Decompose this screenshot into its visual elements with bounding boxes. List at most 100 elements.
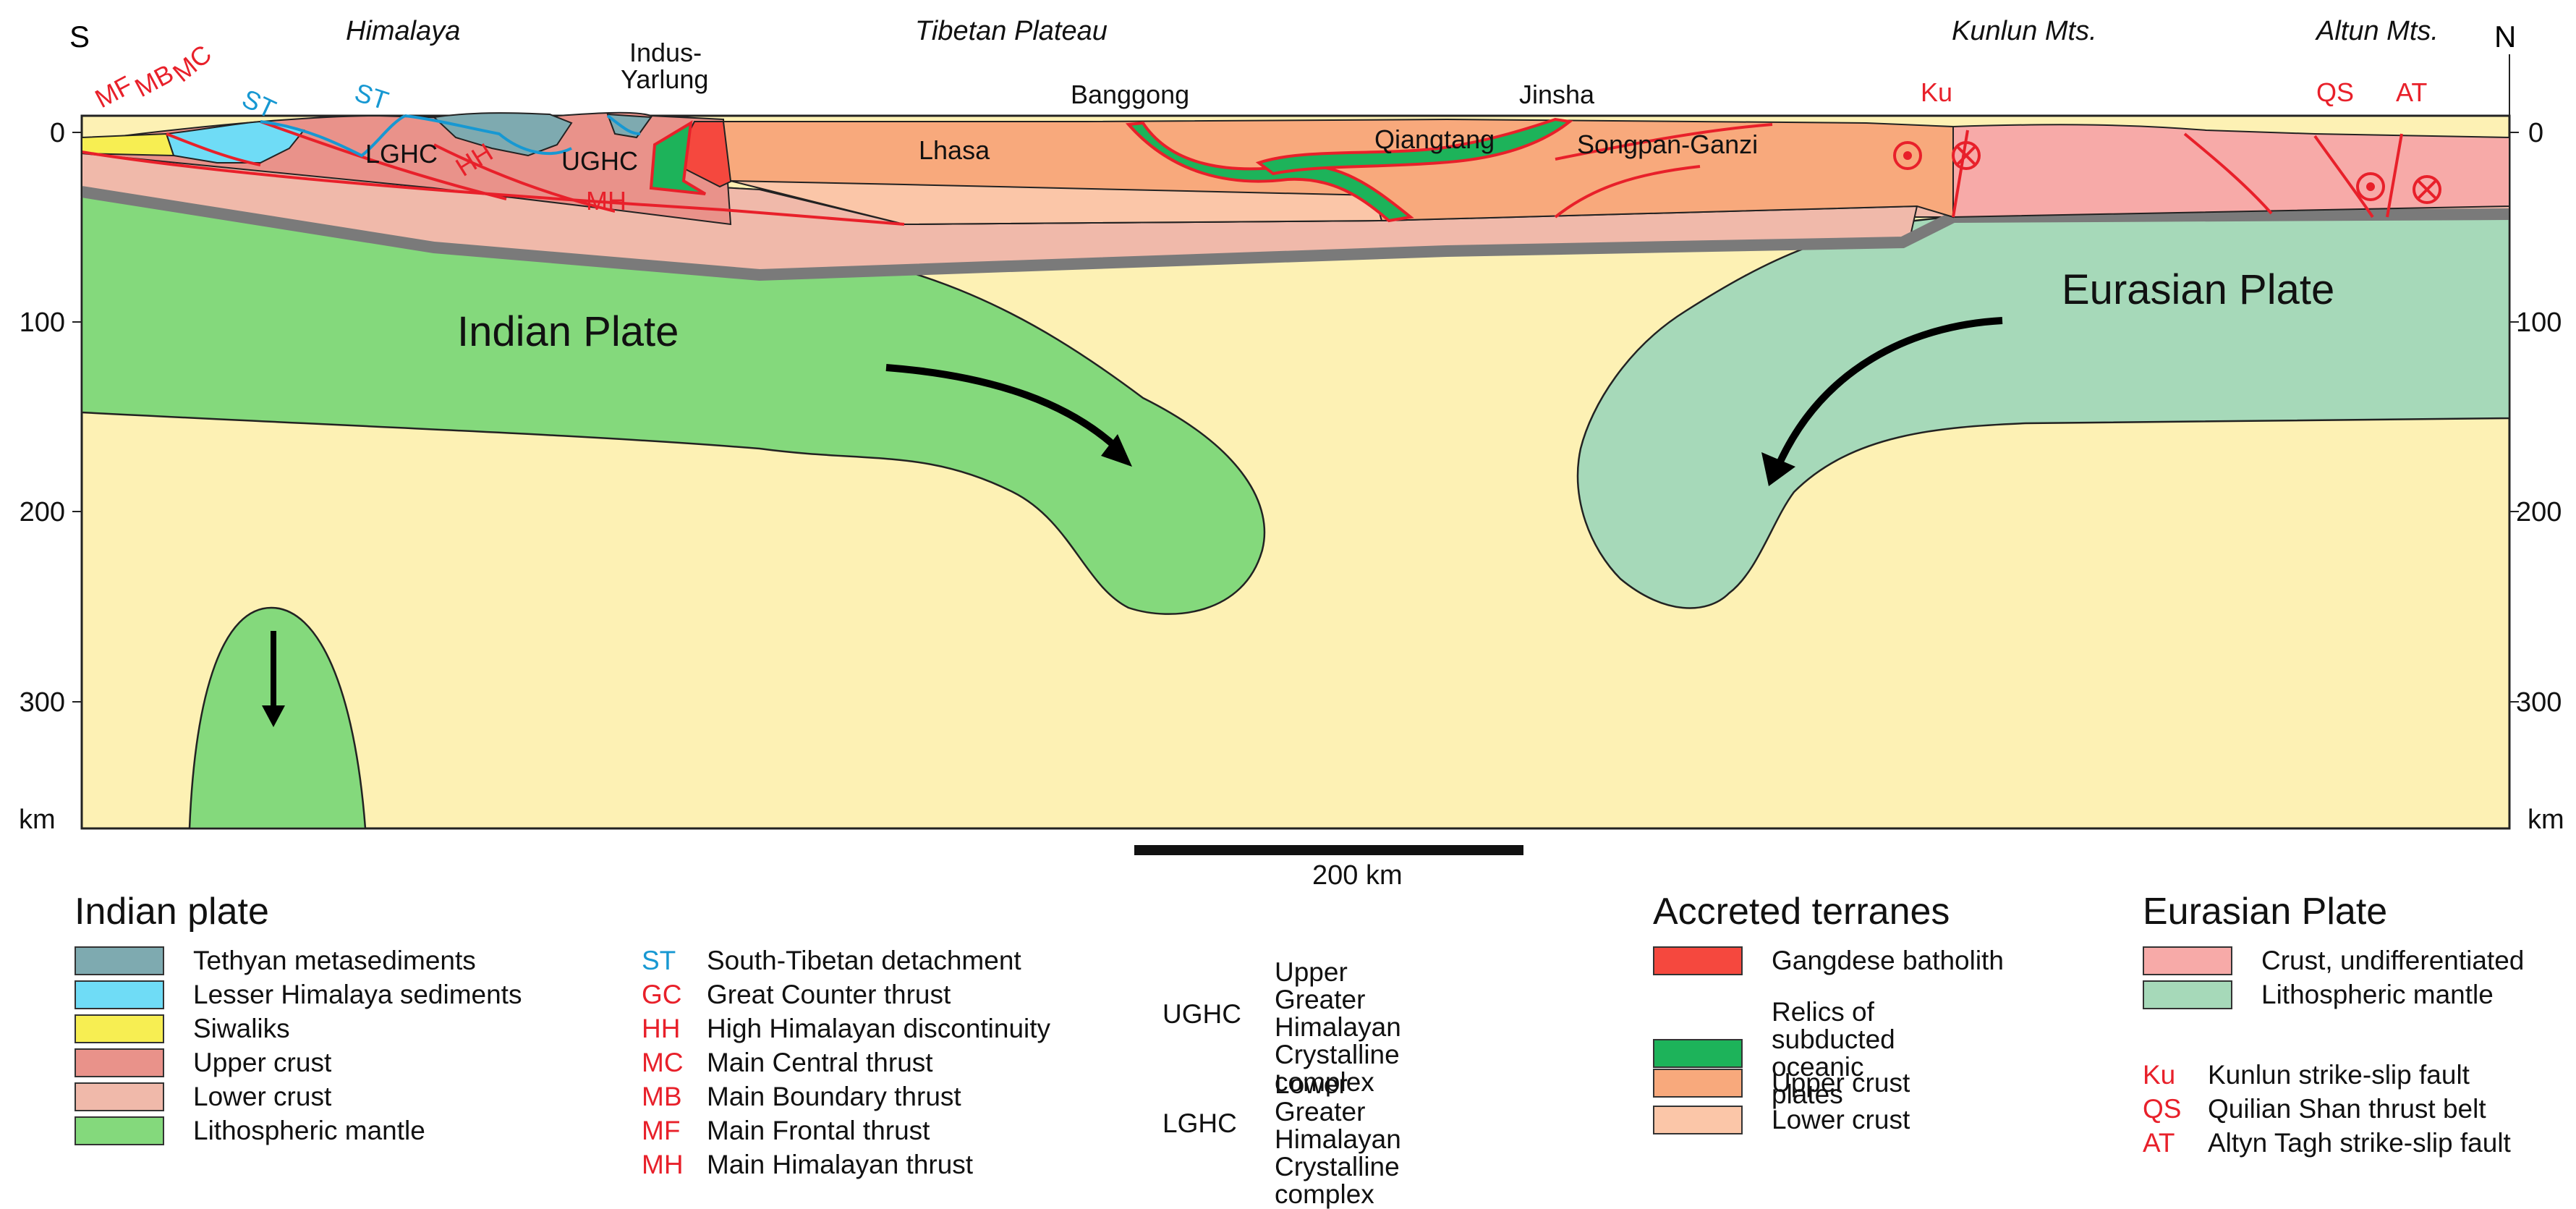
legend-accreted-item: Upper crust — [1653, 1068, 1910, 1098]
swatch — [75, 1116, 164, 1145]
legend-indian-item: Siwaliks — [75, 1014, 290, 1044]
region-tibetan-plateau: Tibetan Plateau — [915, 16, 1108, 46]
depth-200-left: 200 — [20, 497, 65, 527]
legend-fault-mb: MB Main Boundary thrust — [642, 1082, 961, 1112]
swatch — [1653, 1069, 1743, 1098]
label-qs: QS — [2316, 77, 2354, 107]
legend-label: Great Counter thrust — [707, 980, 951, 1009]
legend-eurasian-fault-qs: QS Quilian Shan thrust belt — [2143, 1094, 2486, 1124]
lghc-line: complex — [1275, 1179, 1374, 1209]
depth-100-left: 100 — [20, 307, 65, 338]
depth-200-right: 200 — [2516, 497, 2562, 527]
legend-label: Lithospheric mantle — [2261, 980, 2494, 1009]
abbr: GC — [642, 980, 682, 1009]
legend-eurasian-fault-at: AT Altyn Tagh strike-slip fault — [2143, 1128, 2511, 1158]
legend-label: Lower crust — [193, 1082, 332, 1111]
abbr: MC — [642, 1048, 684, 1077]
legend-label: Altyn Tagh strike-slip fault — [2208, 1128, 2511, 1158]
abbr: ST — [642, 946, 676, 975]
legend-label: Kunlun strike-slip fault — [2208, 1060, 2470, 1090]
depth-unit-left: km — [19, 805, 56, 835]
legend-eurasian-item: Lithospheric mantle — [2143, 980, 2494, 1010]
eurasian-plate-arrow — [1776, 317, 2003, 465]
tethyan-metasediments — [432, 112, 573, 157]
legend-accreted-item: Gangdese batholith — [1653, 946, 2004, 976]
legend-eurasian-fault-ku: Ku Kunlun strike-slip fault — [2143, 1060, 2470, 1090]
depth-axis-left — [72, 132, 82, 703]
abbr: MB — [642, 1082, 682, 1111]
legend-fault-mf: MF Main Frontal thrust — [642, 1116, 930, 1146]
legend-indian-item: Lesser Himalaya sediments — [75, 980, 522, 1010]
label-mh: MH — [586, 186, 626, 216]
region-kunlun: Kunlun Mts. — [1952, 16, 2097, 46]
indian-lithospheric-mantle — [80, 187, 1266, 615]
eurasian-plate-label: Eurasian Plate — [2062, 266, 2334, 313]
legend-label: Upper crust — [193, 1048, 332, 1077]
south-tibetan-detachment — [260, 114, 641, 158]
indus-yarlung-ophiolite — [649, 120, 707, 195]
unit-ughc: UGHC — [561, 146, 638, 176]
indian-plate-arrow — [885, 364, 1121, 451]
suture-indus: Indus- — [629, 38, 702, 67]
ughc-line: Himalayan Crystalline — [1275, 1012, 1401, 1069]
label-at: AT — [2396, 77, 2427, 107]
legend-indian-item: Lithospheric mantle — [75, 1116, 425, 1146]
siwaliks — [81, 132, 175, 157]
legend-fault-mh: MH Main Himalayan thrust — [642, 1150, 973, 1180]
legend-label: High Himalayan discontinuity — [707, 1014, 1051, 1043]
depth-100-right: 100 — [2516, 307, 2562, 338]
indian-plate-label: Indian Plate — [457, 308, 679, 355]
abbr: AT — [2143, 1128, 2175, 1158]
legend-accreted-title: Accreted terranes — [1653, 891, 1950, 933]
abbr: QS — [2143, 1094, 2182, 1124]
depth-unit-right: km — [2528, 805, 2564, 835]
abbr-lghc: LGHC — [1162, 1108, 1237, 1138]
terrane-lhasa: Lhasa — [919, 135, 990, 165]
suture-jinsha: Jinsha — [1519, 80, 1595, 109]
swatch — [75, 1082, 164, 1111]
legend-label: Lithospheric mantle — [193, 1116, 425, 1145]
south-label: S — [69, 20, 90, 54]
swatch — [2143, 946, 2232, 975]
swatch — [1653, 946, 1743, 975]
lghc-line: Himalayan Crystalline — [1275, 1124, 1401, 1182]
legend-label: South-Tibetan detachment — [707, 946, 1021, 975]
north-label: N — [2494, 20, 2516, 54]
legend-label-line: oceanic plates — [1772, 1052, 1864, 1109]
abbr: HH — [642, 1014, 681, 1043]
swatch — [1653, 1039, 1743, 1068]
legend-fault-hh: HH High Himalayan discontinuity — [642, 1014, 1050, 1044]
himalaya-faults — [81, 120, 2403, 226]
legend-label: Main Himalayan thrust — [707, 1150, 974, 1179]
legend-indian-item: Upper crust — [75, 1048, 331, 1078]
ughc-description: Upper Greater Himalayan Crystalline comp… — [1275, 959, 1401, 1096]
legend-label: Main Boundary thrust — [707, 1082, 961, 1111]
ughc-line: complex — [1275, 1067, 1374, 1097]
abbr: MH — [642, 1150, 684, 1179]
legend-accreted-item: Relics of subducted oceanic plates — [1653, 998, 1895, 1108]
legend-label: Relics of subducted oceanic plates — [1772, 998, 1895, 1108]
legend-indian-item: Lower crust — [75, 1082, 331, 1112]
depth-0-left: 0 — [50, 118, 65, 148]
swatch — [1653, 1106, 1743, 1134]
legend-eurasian-item: Crust, undifferentiated — [2143, 946, 2524, 976]
indian-plate-arrowhead — [1101, 434, 1132, 467]
eurasian-lithospheric-mantle — [1576, 212, 2511, 609]
abbr-ughc: UGHC — [1162, 999, 1241, 1029]
detached-slab-arrowhead — [262, 705, 285, 727]
tethyan-metasediments-2 — [606, 113, 652, 139]
legend-label: Lesser Himalaya sediments — [193, 980, 522, 1009]
scale-bar-label: 200 km — [1312, 860, 1403, 891]
region-himalaya: Himalaya — [346, 16, 460, 46]
ughc-line: Upper Greater — [1275, 957, 1366, 1014]
legend-label: Main Central thrust — [707, 1048, 933, 1077]
legend-label: Crust, undifferentiated — [2261, 946, 2525, 975]
lghc-description: Lower Greater Himalayan Crystalline comp… — [1275, 1071, 1401, 1208]
legend-indian-item: Tethyan metasediments — [75, 946, 476, 976]
swatch — [2143, 980, 2232, 1009]
terrane-songpan-ganzi: Songpan-Ganzi — [1577, 130, 1758, 159]
legend-eurasian-title: Eurasian Plate — [2143, 891, 2388, 933]
eurasian-plate-arrowhead — [1761, 452, 1795, 486]
abbr: MF — [642, 1116, 681, 1145]
